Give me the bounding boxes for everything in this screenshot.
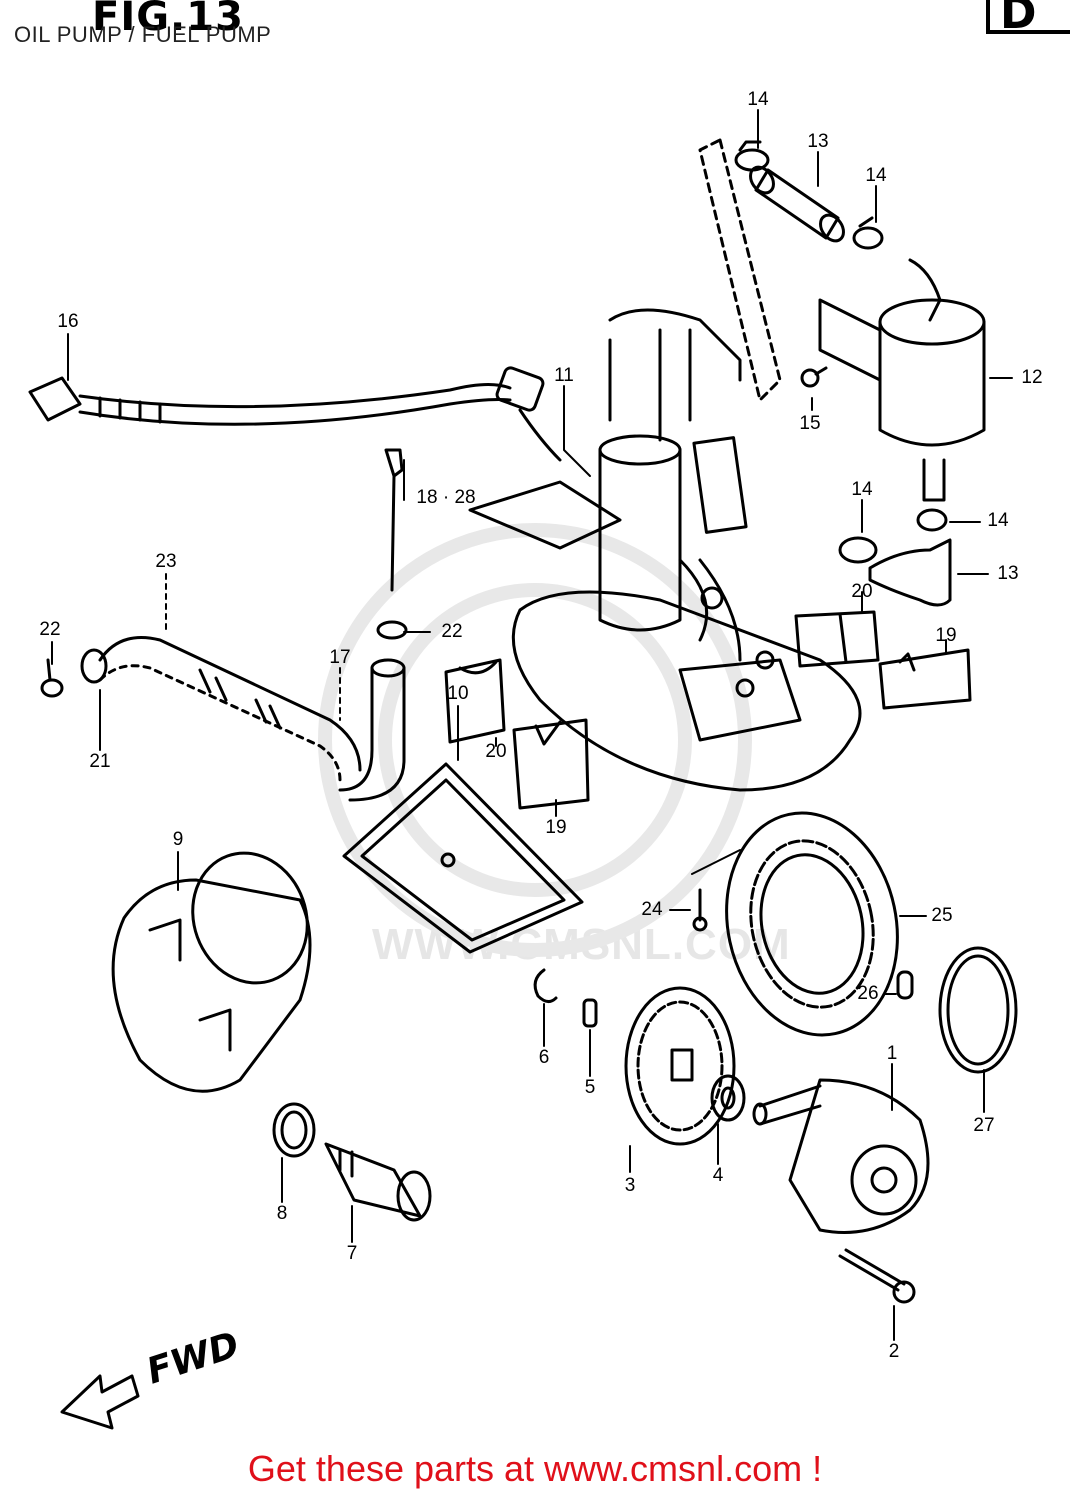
callout-7: 7	[346, 1243, 358, 1264]
callout-11: 11	[554, 365, 574, 386]
callout-19: 19	[935, 625, 957, 646]
callout-20: 20	[485, 741, 507, 762]
part-7-pressure-switch	[324, 1142, 432, 1222]
fwd-arrow-icon	[60, 1374, 140, 1430]
callout-26: 26	[857, 983, 879, 1004]
callout-18-28: 18 · 28	[416, 487, 476, 508]
callout-17: 17	[329, 647, 351, 668]
part-20-cushion-right	[794, 610, 880, 668]
part-15-screw	[800, 366, 828, 388]
part-6-clip	[533, 968, 558, 1003]
part-4-washer	[710, 1074, 746, 1122]
part-20-cushion-center	[444, 658, 506, 744]
callout-16: 16	[57, 311, 79, 332]
callout-3: 3	[624, 1175, 636, 1196]
callout-1: 1	[886, 1043, 898, 1064]
part-19-cushion-center	[512, 718, 590, 810]
corner-frame	[986, 0, 1070, 34]
callout-19: 19	[545, 817, 567, 838]
part-8-o-ring	[272, 1102, 316, 1158]
callout-14: 14	[987, 510, 1009, 531]
watermark-logo	[318, 523, 752, 957]
callout-6: 6	[538, 1047, 550, 1068]
figure-number: FIG.13	[92, 0, 244, 40]
callout-9: 9	[172, 829, 184, 850]
callout-14: 14	[865, 165, 887, 186]
part-22-clamp-lower	[40, 658, 64, 698]
part-14-clamp-lower-right	[916, 508, 948, 532]
part-24-bolt	[692, 888, 708, 932]
part-3-drive-gear	[624, 986, 736, 1146]
part-14-clamp-upper-right	[852, 216, 884, 250]
part-13-hose-upper	[749, 165, 845, 243]
callout-5: 5	[584, 1077, 596, 1098]
callout-2: 2	[888, 1341, 900, 1362]
part-25-driven-gear	[725, 811, 899, 1037]
callout-20: 20	[851, 581, 873, 602]
callout-14: 14	[747, 89, 769, 110]
part-19-cushion-right	[878, 648, 972, 710]
part-13-hose-lower	[868, 538, 952, 607]
part-17-hose-elbow	[338, 658, 406, 802]
part-14-clamp-lower-left	[838, 536, 878, 564]
part-27-circlip	[938, 946, 1018, 1074]
part-11-fuel-pump	[468, 308, 862, 792]
part-18-28-cable-tie	[384, 448, 404, 592]
part-16-wiring-harness	[28, 366, 562, 462]
callout-24: 24	[641, 899, 663, 920]
callout-21: 21	[89, 751, 111, 772]
part-21-fitting	[80, 648, 108, 684]
callout-8: 8	[276, 1203, 288, 1224]
footer-link-text[interactable]: Get these parts at www.cmsnl.com !	[247, 1448, 823, 1489]
leader-lines	[51, 109, 1013, 1341]
part-2-bolt	[838, 1248, 916, 1304]
part-14-clamp-upper-left	[734, 140, 770, 172]
callout-14: 14	[851, 479, 873, 500]
callout-23: 23	[155, 551, 177, 572]
callout-13: 13	[807, 131, 829, 152]
callout-25: 25	[931, 905, 953, 926]
part-12-fuel-filter	[698, 138, 986, 502]
callout-4: 4	[712, 1165, 724, 1186]
callout-13: 13	[997, 563, 1019, 584]
callout-15: 15	[799, 413, 821, 434]
callout-12: 12	[1021, 367, 1043, 388]
callout-10: 10	[447, 683, 469, 704]
part-9-oil-filter	[111, 851, 312, 1093]
corner-mark: D	[1000, 0, 1037, 39]
callout-22: 22	[441, 621, 463, 642]
callout-22: 22	[39, 619, 61, 640]
part-23-fuel-hose	[98, 636, 362, 782]
callout-27: 27	[973, 1115, 995, 1136]
part-5-pin	[582, 998, 598, 1028]
part-22-clamp-upper	[376, 620, 408, 640]
part-1-oil-pump	[752, 1078, 930, 1234]
diagram-subtitle: OIL PUMP / FUEL PUMP	[14, 22, 272, 47]
part-10-gasket	[342, 762, 584, 954]
part-26-pin	[896, 970, 914, 1000]
